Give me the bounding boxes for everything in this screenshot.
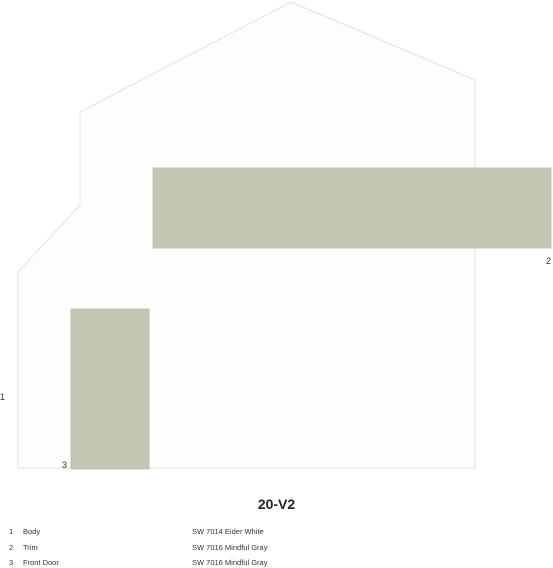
legend-number: 2	[9, 543, 14, 552]
legend-part-name: Front Door	[23, 558, 59, 567]
legend-row: 1 Body SW 7014 Eider White	[0, 527, 553, 539]
legend-part-name: Trim	[23, 543, 38, 552]
front-door-marker-label: 3	[62, 460, 68, 470]
scheme-title: 20-V2	[257, 496, 296, 512]
front-door-color-swatch	[70, 308, 150, 470]
legend-row: 3 Front Door SW 7016 Mindful Gray	[0, 558, 553, 568]
trim-color-swatch	[152, 167, 552, 249]
legend-number: 3	[9, 558, 14, 567]
legend-paint-color: SW 7014 Eider White	[192, 527, 264, 536]
legend-paint-color: SW 7016 Mindful Gray	[192, 543, 268, 552]
trim-marker-label: 2	[546, 256, 552, 266]
legend-number: 1	[9, 527, 14, 536]
legend-row: 2 Trim SW 7016 Mindful Gray	[0, 543, 553, 555]
legend-paint-color: SW 7016 Mindful Gray	[192, 558, 268, 567]
body-marker-label: 1	[0, 392, 6, 402]
legend-part-name: Body	[23, 527, 41, 536]
